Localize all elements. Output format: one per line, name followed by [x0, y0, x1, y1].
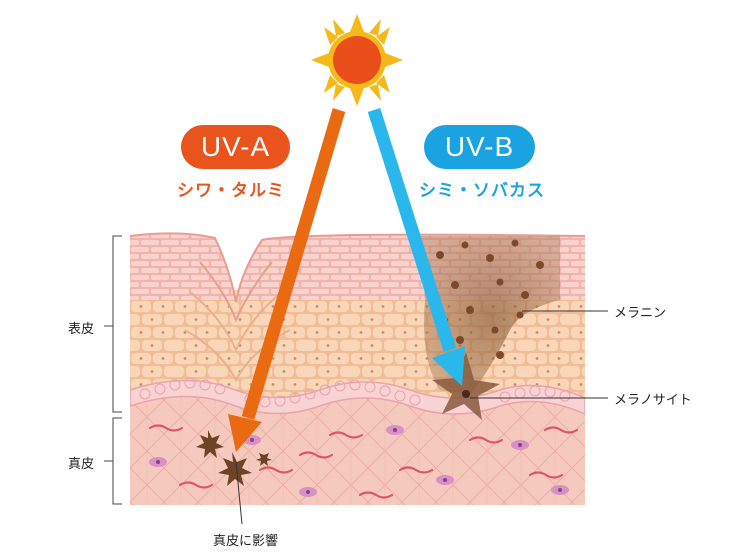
sun-icon: [311, 14, 403, 106]
skin-cross-section: [130, 232, 585, 505]
melanin-label: メラニン: [614, 306, 667, 321]
leader-lines: [235, 310, 608, 525]
melanocyte-label: メラノサイト: [614, 393, 692, 408]
collagen-fibers: [148, 424, 579, 499]
dermis-damage-marks: [196, 430, 272, 486]
layer-brackets: [104, 235, 122, 505]
uva-badge: UV-A: [181, 125, 290, 169]
uvb-badge: UV-B: [424, 125, 535, 169]
dermis-effect-label: 真皮に影響: [213, 534, 279, 549]
dermis-label: 真皮: [68, 457, 95, 472]
uva-arrow: [228, 108, 346, 452]
melanocyte-cell: [432, 352, 500, 420]
melanin-granules: [436, 239, 544, 359]
uva-effect-label: シワ・タルミ: [177, 181, 285, 201]
uvb-effect-label: シミ・ソバカス: [419, 181, 545, 201]
epidermis-label: 表皮: [68, 322, 95, 337]
uvb-arrow: [367, 108, 465, 386]
